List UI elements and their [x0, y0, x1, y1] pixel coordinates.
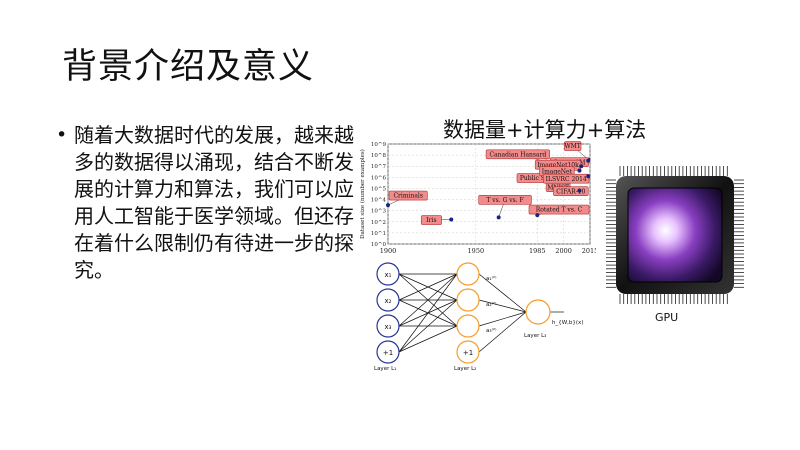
point-label: ImageNet [542, 168, 573, 175]
y-tick-label: 10^6 [371, 174, 387, 181]
gpu-chip-icon [606, 166, 744, 304]
dataset-size-chart: 10^0 10^1 10^2 10^3 10^4 10^5 10^6 10^7 10^8 10^9… [359, 141, 596, 255]
point-label-box [485, 149, 550, 160]
y-tick-label: 10^1 [371, 230, 386, 237]
hidden-node [456, 314, 480, 338]
layer-label: Layer L₁ [374, 366, 396, 372]
y-tick-label: 10^0 [371, 241, 387, 248]
x-tick-label: 1900 [380, 247, 397, 255]
y-axis-label: Dataset size (number examples) [359, 149, 366, 239]
point-label-box [528, 204, 590, 215]
x-tick-label: 1985 [529, 247, 546, 255]
y-tick-label: 10^5 [371, 185, 387, 192]
data-point [586, 174, 591, 179]
y-tick-label: 10^2 [371, 219, 386, 226]
point-label-box [388, 190, 428, 201]
input-node-label: +1 [383, 349, 393, 357]
edge-input-hidden [398, 273, 458, 327]
hidden-activation-label: a₂⁽²⁾ [486, 301, 497, 308]
point-label: Criminals [393, 193, 422, 200]
data-point [535, 213, 540, 218]
hidden-bias-label: +1 [463, 349, 473, 357]
point-label: ImageNet10k [537, 162, 579, 169]
input-node-label: x₂ [385, 297, 392, 305]
point-label-box [563, 141, 582, 151]
data-point [496, 215, 501, 220]
edge-hidden-output [478, 299, 527, 313]
hidden-node [456, 340, 480, 364]
output-node [525, 299, 551, 325]
point-label: CIFAR-10 [556, 188, 585, 195]
data-point [579, 164, 584, 169]
figure-title: 数据量+计算力+算法 [443, 118, 647, 142]
y-tick-label: 10^4 [371, 197, 387, 204]
input-node [376, 314, 400, 338]
layer-label: Layer L₂ [454, 366, 476, 372]
edge-input-hidden [398, 325, 458, 353]
neural-network-diagram: x₁ x₂ x₃ +1 +1 a₁⁽²⁾ a₂⁽²⁾ a₃⁽²⁾ h_{W,b}(x) Layer… [374, 262, 583, 372]
point-label-box [420, 215, 442, 225]
hidden-node [456, 262, 480, 286]
data-point [577, 168, 582, 173]
input-node-label: x₁ [385, 271, 392, 279]
data-point [386, 203, 390, 208]
bullet-text: 随着大数据时代的发展，越来越多的数据得以涌现，结合不断发展的计算力和算法，我们可… [74, 123, 354, 282]
input-node-label: x₃ [385, 323, 392, 331]
edge-input-hidden [398, 273, 458, 301]
input-node [376, 262, 400, 286]
x-tick-label: 2000 [555, 247, 572, 255]
point-label: Rotated T vs. C [536, 207, 583, 214]
point-label: WMT [564, 143, 580, 150]
y-tick-label: 10^8 [371, 152, 387, 159]
y-tick-label: 10^9 [371, 141, 387, 148]
point-label-box [478, 195, 532, 205]
input-node [376, 340, 400, 364]
edge-hidden-output [478, 311, 527, 327]
hidden-node [456, 288, 480, 312]
edge-hidden-output [478, 311, 527, 353]
layer-label: Layer L₃ [524, 333, 546, 339]
point-label: ILSVRC 2014 [546, 176, 587, 183]
point-label: T vs. G vs. F [486, 197, 523, 204]
data-point [577, 188, 582, 193]
x-tick-label: 1950 [468, 247, 485, 255]
edge-input-hidden [398, 299, 458, 353]
bullet-marker: • [56, 124, 68, 146]
hidden-activation-label: a₃⁽²⁾ [486, 327, 497, 334]
slide-title: 背景介绍及意义 [62, 47, 315, 87]
data-point [449, 217, 454, 222]
hidden-activation-label: a₁⁽²⁾ [486, 275, 497, 282]
gpu-label: GPU [655, 311, 679, 324]
x-tick-label: 2015 [582, 247, 596, 255]
bullet-point: • 随着大数据时代的发展，越来越多的数据得以涌现，结合不断发展的计算力和算法，我… [56, 122, 356, 284]
point-label-box [543, 173, 590, 184]
input-node [376, 288, 400, 312]
y-tick-label: 10^3 [371, 208, 387, 215]
point-label: Iris [426, 217, 436, 224]
edge-hidden-output [478, 273, 527, 313]
edge-input-hidden [398, 273, 458, 353]
point-label: Public SVHN [520, 175, 560, 182]
data-point [586, 158, 591, 163]
y-tick-label: 10^7 [371, 163, 387, 170]
output-label: h_{W,b}(x) [552, 320, 583, 326]
point-label: Canadian Hansard [490, 151, 547, 158]
